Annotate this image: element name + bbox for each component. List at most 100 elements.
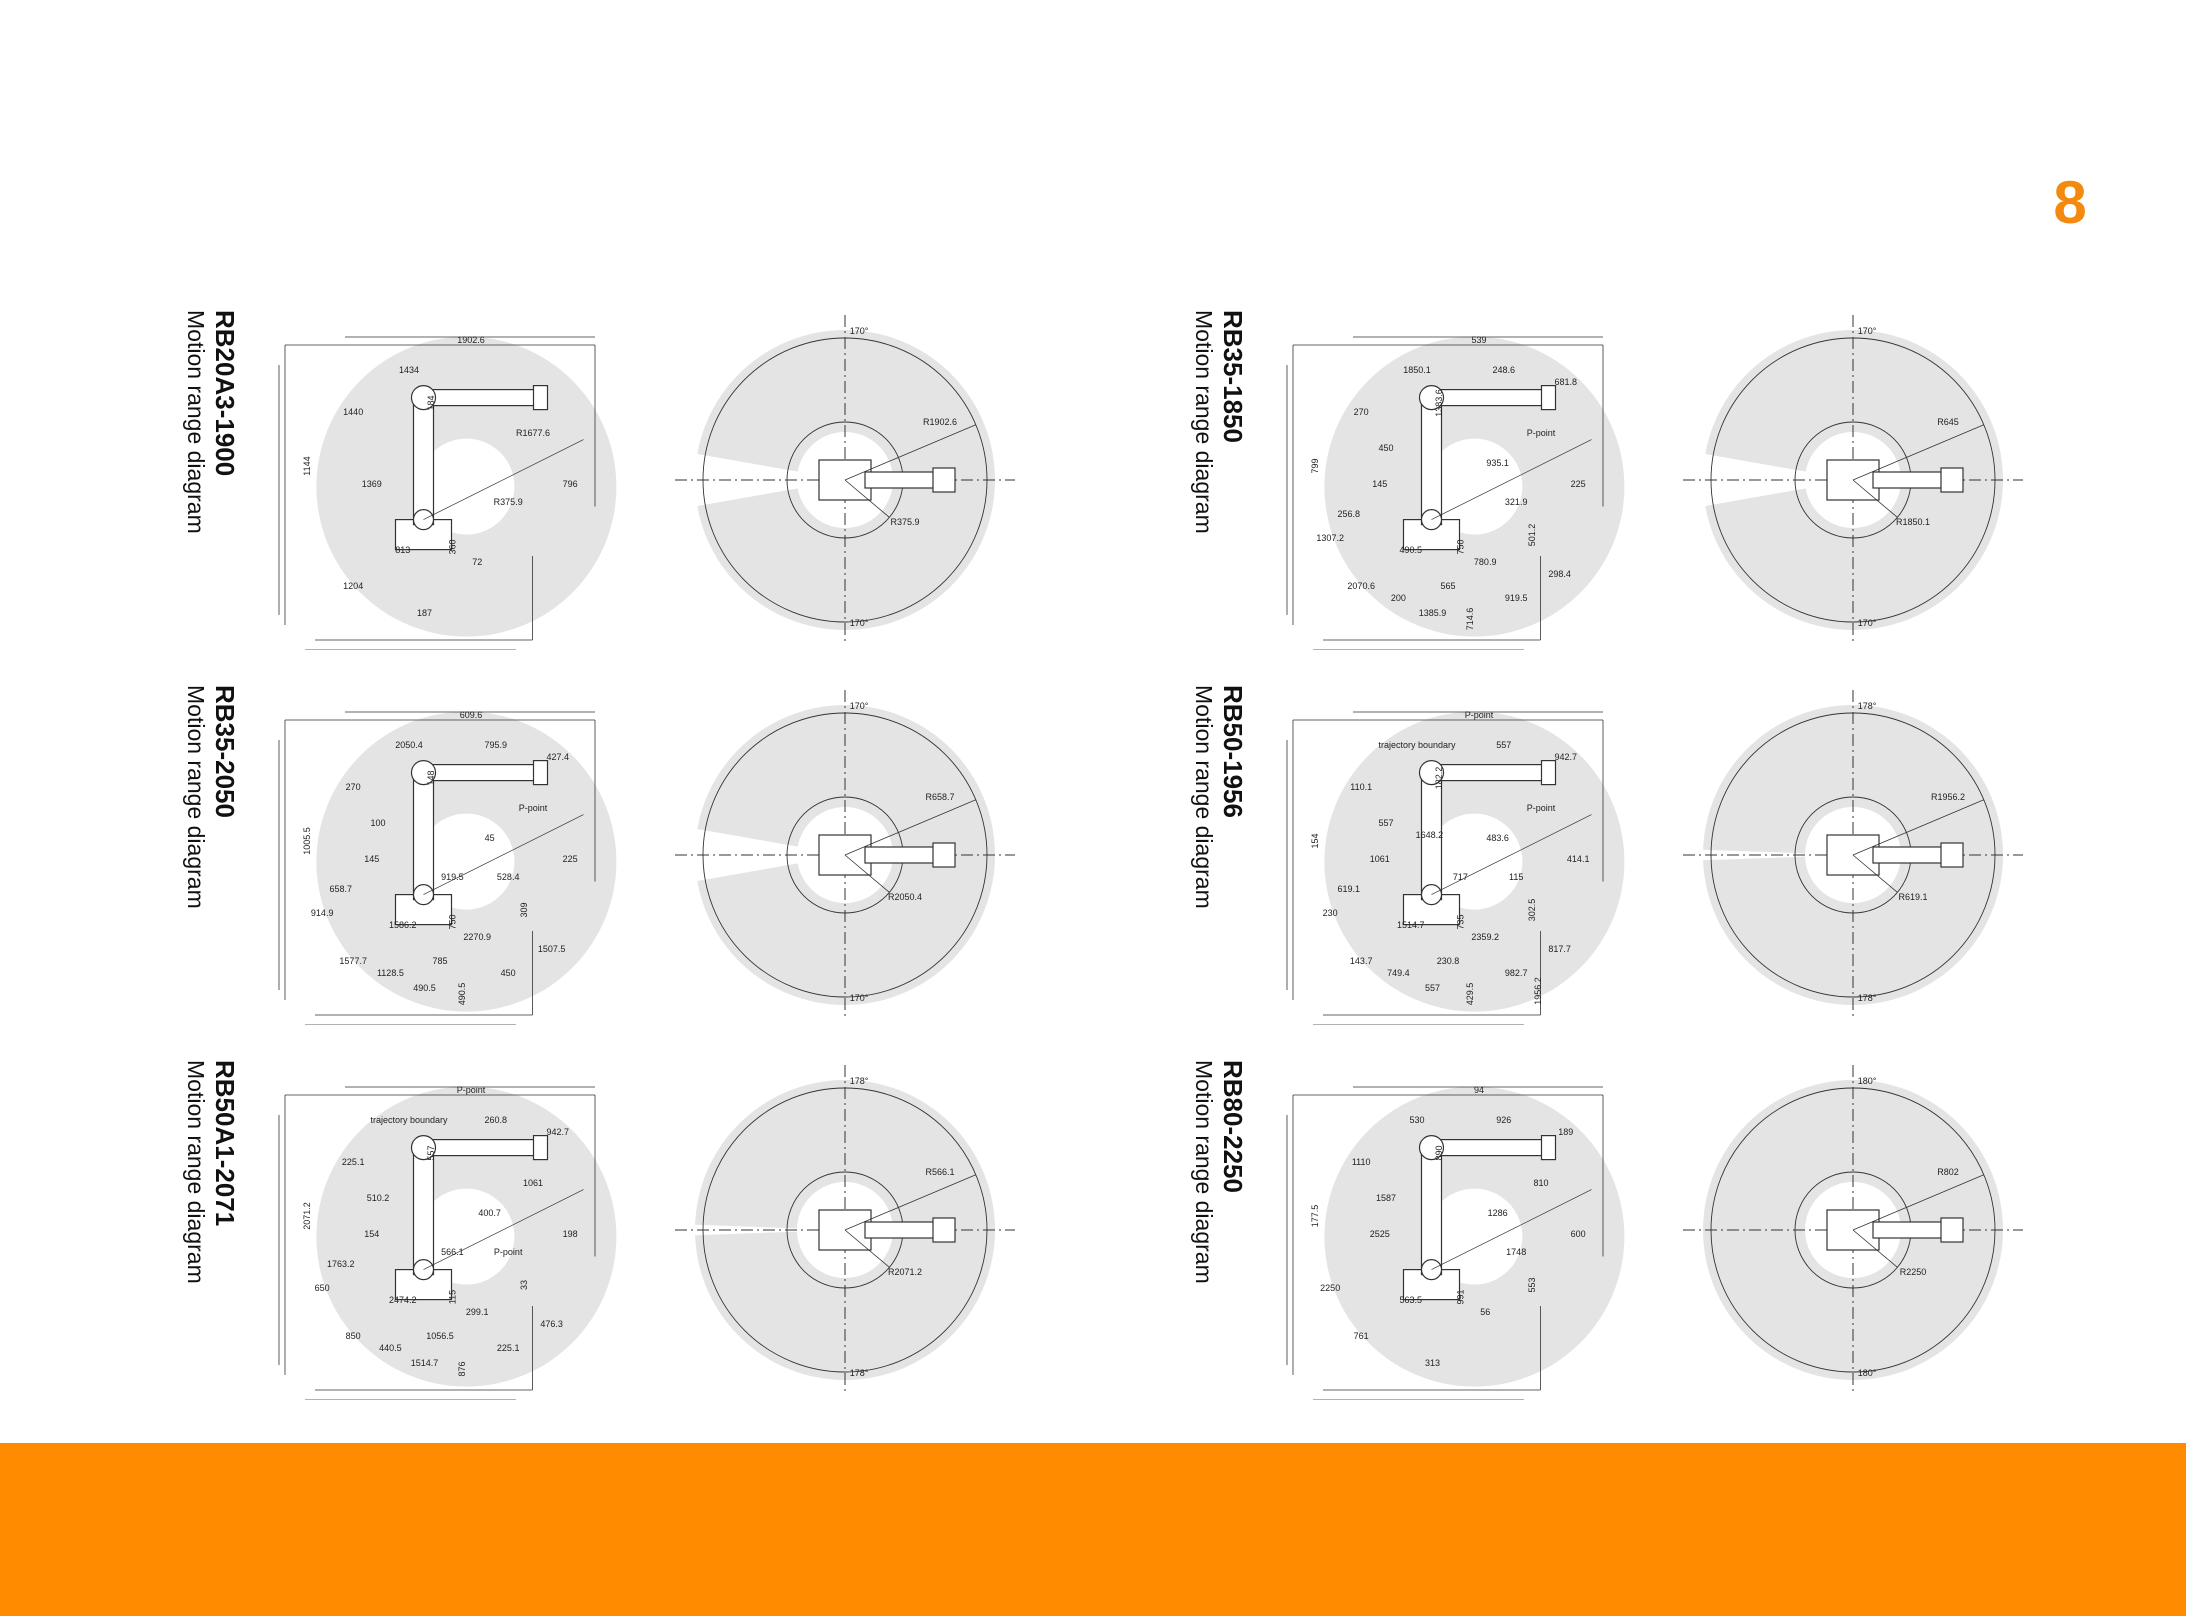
dimension-label: 189 bbox=[1558, 1127, 1573, 1137]
dimension-label: 414.1 bbox=[1567, 854, 1590, 864]
dimension-label: 919.5 bbox=[1505, 593, 1528, 603]
dimension-label: 476.3 bbox=[540, 1319, 563, 1329]
dimension-label: 2359.2 bbox=[1471, 932, 1499, 942]
dimension-label: 1385.9 bbox=[1419, 608, 1447, 618]
dimension-label: 360 bbox=[448, 539, 458, 554]
dimension-label: 170° bbox=[850, 701, 869, 711]
robot-arm-top bbox=[1872, 846, 1944, 864]
dimension-label: P-point bbox=[519, 803, 548, 813]
dimension-label: 427.4 bbox=[547, 752, 570, 762]
dimension-label: 557 bbox=[1425, 983, 1440, 993]
dimension-line bbox=[844, 799, 976, 856]
dimension-label: 1587 bbox=[1376, 1193, 1396, 1203]
dimension-label: P-point bbox=[1527, 428, 1556, 438]
dimension-label: 260.8 bbox=[485, 1115, 508, 1125]
panel-subtitle: Motion range diagram bbox=[183, 685, 209, 909]
dimension-line bbox=[1852, 479, 1898, 518]
dimension-label: 145 bbox=[364, 854, 379, 864]
dimension-label: R2071.2 bbox=[888, 1267, 922, 1277]
panel-title: RB50-1956 Motion range diagram bbox=[1190, 685, 1248, 909]
dimension-label: 557 bbox=[1496, 740, 1511, 750]
motion-range-drawing: 609.62050.42701005.5145P-point225528.475… bbox=[278, 690, 1015, 1025]
side-view: 945301110177.52525810600174899156563.576… bbox=[1286, 1085, 1625, 1400]
workspace-inner bbox=[418, 813, 515, 910]
robot-lower-arm bbox=[412, 398, 435, 526]
dimension-label: 270 bbox=[1354, 407, 1369, 417]
dimension-label: R566.1 bbox=[925, 1167, 954, 1177]
dimension-label: 110.1 bbox=[1350, 782, 1372, 792]
panel-subtitle: Motion range diagram bbox=[183, 310, 209, 534]
dimension-label: 170° bbox=[850, 326, 869, 336]
robot-wrist-top bbox=[1940, 467, 1964, 493]
dimension-label: 1507.5 bbox=[538, 944, 566, 954]
dimension-label: 813 bbox=[395, 545, 410, 555]
dimension-label: 148 bbox=[426, 770, 436, 785]
robot-base bbox=[394, 1269, 453, 1301]
dimension-label: 1061 bbox=[1370, 854, 1390, 864]
robot-wrist bbox=[1540, 384, 1557, 411]
dimension-label: 490.5 bbox=[1400, 545, 1423, 555]
dimension-label: 658.7 bbox=[330, 884, 353, 894]
dimension-label: 850 bbox=[346, 1331, 361, 1341]
dimension-label: 1144 bbox=[302, 456, 312, 475]
dimension-label: 557 bbox=[426, 1145, 436, 1160]
dimension-label: 735 bbox=[1456, 914, 1466, 929]
dimension-label: P-point bbox=[1465, 710, 1494, 720]
dimension-line bbox=[1852, 799, 1984, 856]
robot-arm-top bbox=[864, 471, 936, 489]
dimension-label: 1850.1 bbox=[1403, 365, 1431, 375]
dimension-label: 248.6 bbox=[1493, 365, 1516, 375]
robot-wrist-top bbox=[932, 1217, 956, 1243]
panel-subtitle: Motion range diagram bbox=[1191, 1060, 1217, 1284]
panel-title: RB35-1850 Motion range diagram bbox=[1190, 310, 1248, 534]
robot-lower-arm bbox=[1420, 1148, 1443, 1276]
dimension-label: 510.2 bbox=[367, 1193, 390, 1203]
model-name: RB50A1-2071 bbox=[210, 1060, 240, 1227]
dimension-label: R645 bbox=[1937, 417, 1959, 427]
dimension-label: 935.1 bbox=[1486, 458, 1509, 468]
model-name: RB50-1956 bbox=[1218, 685, 1248, 818]
dimension-label: 1514.7 bbox=[1397, 920, 1425, 930]
dimension-label: 490.5 bbox=[413, 983, 436, 993]
dimension-label: 170° bbox=[850, 993, 869, 1003]
dimension-label: 1434 bbox=[399, 365, 419, 375]
robot-elbow-joint bbox=[1418, 759, 1445, 786]
dimension-label: 256.8 bbox=[1338, 509, 1361, 519]
dimension-label: 942.7 bbox=[1555, 752, 1578, 762]
dimension-label: 178° bbox=[850, 1076, 869, 1086]
dimension-label: 450 bbox=[501, 968, 516, 978]
robot-elbow-joint bbox=[1418, 384, 1445, 411]
dimension-label: 33 bbox=[519, 1280, 529, 1290]
workspace-sector bbox=[697, 330, 996, 630]
dimension-label: 100 bbox=[370, 818, 385, 828]
dimension-line bbox=[423, 1189, 584, 1270]
robot-wrist-top bbox=[932, 467, 956, 493]
robot-lower-arm bbox=[412, 773, 435, 901]
dimension-label: 154 bbox=[364, 1229, 379, 1239]
robot-elbow-joint bbox=[1418, 1134, 1445, 1161]
dimension-label: 180° bbox=[1858, 1076, 1877, 1086]
dimension-label: P-point bbox=[457, 1085, 486, 1095]
workspace-inner bbox=[1426, 438, 1523, 535]
model-name: RB20A3-1900 bbox=[210, 310, 240, 477]
dimension-label: R1850.1 bbox=[1896, 517, 1930, 527]
dimension-label: trajectory boundary bbox=[370, 1115, 448, 1125]
dimension-label: 309 bbox=[519, 902, 529, 917]
robot-wrist bbox=[1540, 759, 1557, 786]
panel-title: RB80-2250 Motion range diagram bbox=[1190, 1060, 1248, 1284]
dimension-label: 785 bbox=[432, 956, 447, 966]
dimension-label: 94 bbox=[1474, 1085, 1484, 1095]
dimension-label: 177.5 bbox=[1310, 1205, 1320, 1228]
dimension-line bbox=[423, 814, 584, 895]
dimension-label: 184 bbox=[426, 395, 436, 410]
dimension-label: 749.4 bbox=[1387, 968, 1410, 978]
dimension-line bbox=[844, 1174, 976, 1231]
dimension-label: 1577.7 bbox=[339, 956, 367, 966]
dimension-label: 1204 bbox=[343, 581, 363, 591]
